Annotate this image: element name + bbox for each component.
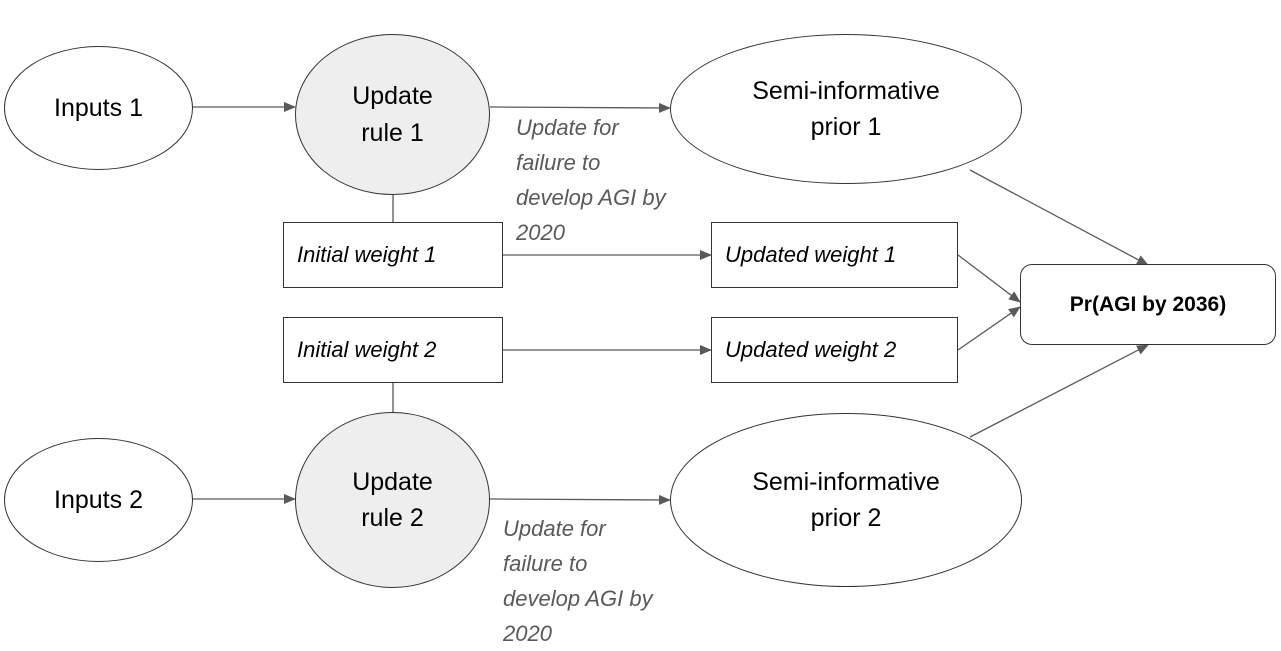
initial-weight-2-box: Initial weight 2 bbox=[283, 317, 503, 383]
update-label-1-line-1: Update for bbox=[516, 115, 619, 140]
initial-weight-1-label: Initial weight 1 bbox=[297, 242, 437, 267]
inputs-1-node: Inputs 1 bbox=[4, 46, 193, 170]
update-label-1-line-4: 2020 bbox=[516, 220, 565, 245]
update-label-1-line-3: develop AGI by bbox=[516, 185, 666, 210]
result-box: Pr(AGI by 2036) bbox=[1020, 264, 1276, 345]
updated-weight-2-box: Updated weight 2 bbox=[711, 317, 958, 383]
inputs-2-node: Inputs 2 bbox=[4, 438, 193, 562]
updated-weight-1-label: Updated weight 1 bbox=[725, 242, 897, 267]
inputs-1-label: Inputs 1 bbox=[54, 93, 143, 122]
update-rule-2-node: Update rule 2 bbox=[295, 412, 490, 588]
update-label-2-line-4: 2020 bbox=[503, 621, 552, 646]
edge-prior1-result bbox=[969, 169, 1149, 266]
edge-rule2-prior2 bbox=[489, 494, 671, 505]
update-label-2-line-1: Update for bbox=[503, 516, 606, 541]
update-label-2-line-2: failure to bbox=[503, 551, 588, 576]
update-label-1-line-2: failure to bbox=[516, 150, 601, 175]
update-rule-2-line-1: Update bbox=[352, 467, 433, 496]
prior-1-node: Semi-informative prior 1 bbox=[670, 34, 1022, 184]
update-rule-1-line-1: Update bbox=[352, 82, 433, 111]
update-label-2: Update for failure to develop AGI by 202… bbox=[503, 511, 653, 651]
update-rule-1-node: Update rule 1 bbox=[295, 34, 490, 195]
updated-weight-1-box: Updated weight 1 bbox=[711, 222, 958, 288]
prior-1-line-1: Semi-informative bbox=[752, 76, 940, 105]
updated-weight-2-label: Updated weight 2 bbox=[725, 337, 897, 362]
initial-weight-2-label: Initial weight 2 bbox=[297, 337, 437, 362]
inputs-2-label: Inputs 2 bbox=[54, 485, 143, 514]
result-label: Pr(AGI by 2036) bbox=[1069, 292, 1227, 316]
prior-1-line-2: prior 1 bbox=[810, 113, 882, 141]
edge-updated2-result bbox=[957, 306, 1021, 351]
update-rule-1-line-2: rule 1 bbox=[361, 118, 424, 147]
update-rule-2-line-2: rule 2 bbox=[361, 504, 424, 532]
edge-rule1-prior1 bbox=[489, 102, 671, 113]
prior-2-node: Semi-informative prior 2 bbox=[670, 413, 1022, 587]
prior-2-line-2: prior 2 bbox=[810, 504, 882, 532]
update-label-2-line-3: develop AGI by bbox=[503, 586, 653, 611]
initial-weight-1-box: Initial weight 1 bbox=[283, 222, 503, 288]
prior-2-line-1: Semi-informative bbox=[752, 467, 940, 496]
update-label-1: Update for failure to develop AGI by 202… bbox=[516, 110, 666, 250]
edge-updated1-result bbox=[957, 254, 1021, 303]
edge-prior2-result bbox=[969, 344, 1149, 438]
